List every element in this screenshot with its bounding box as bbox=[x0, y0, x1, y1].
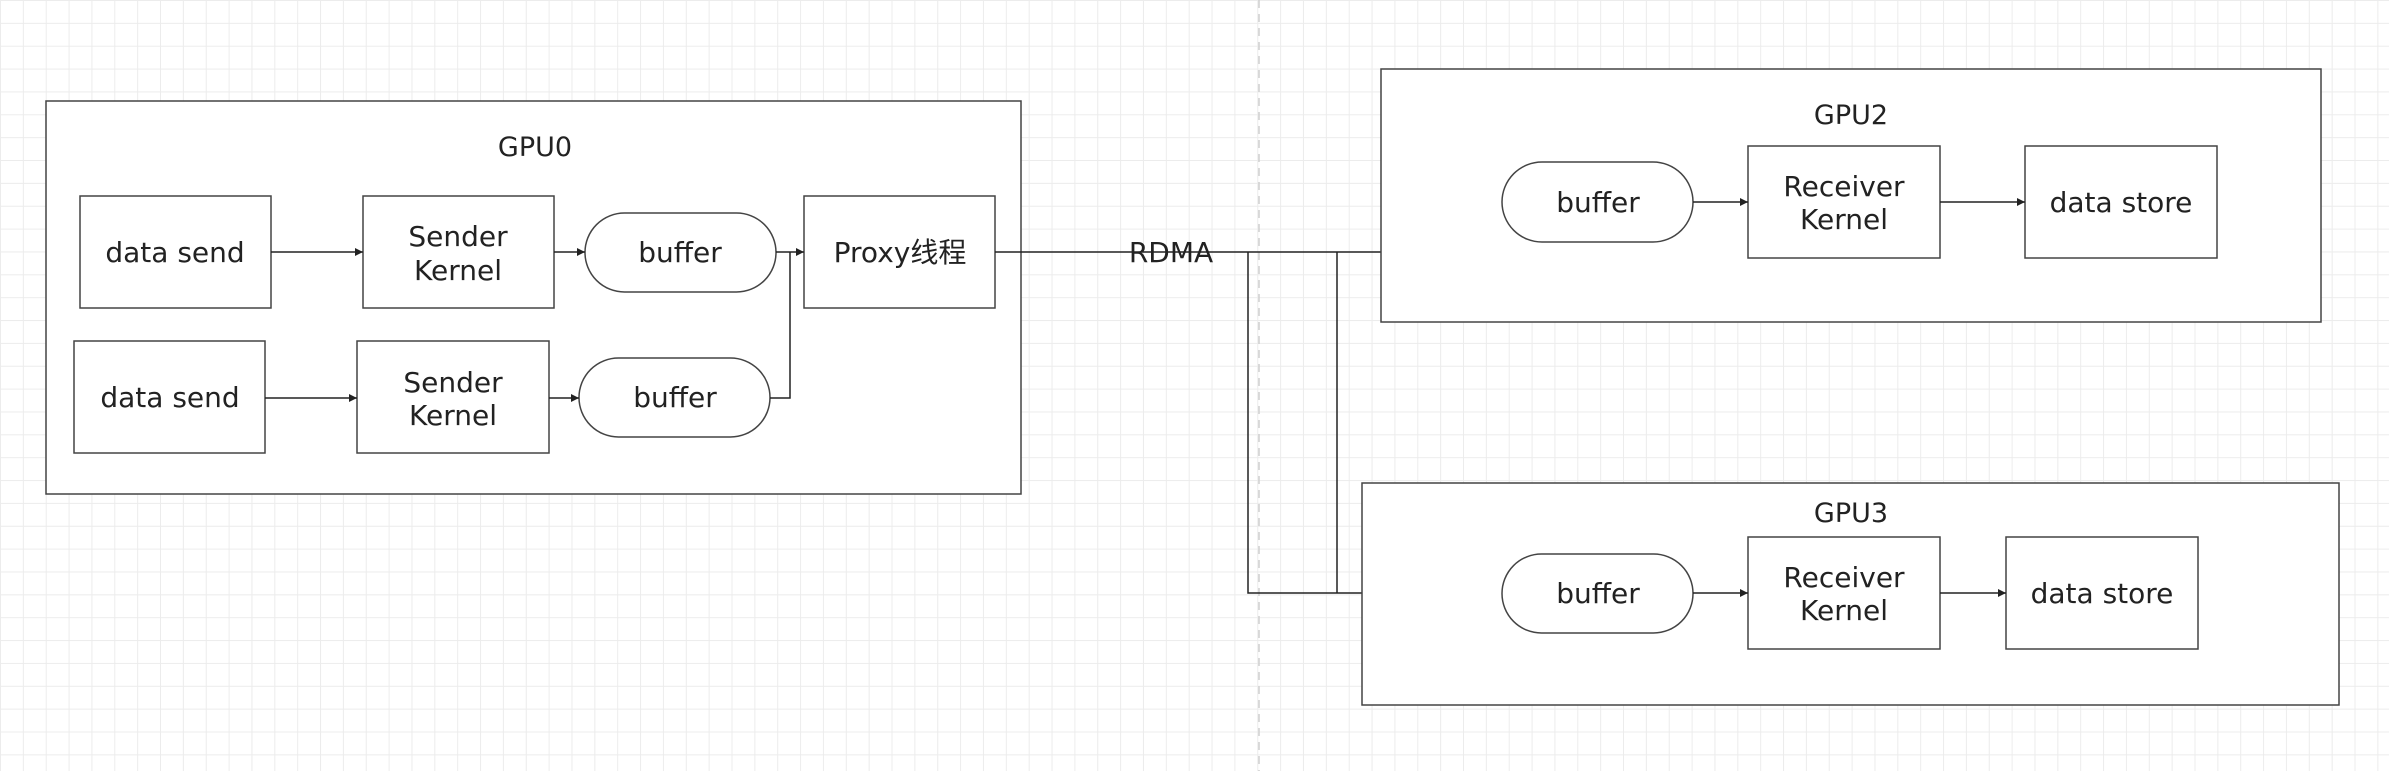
svg-text:data store: data store bbox=[2031, 577, 2174, 610]
svg-text:data send: data send bbox=[105, 236, 244, 269]
svg-text:Sender: Sender bbox=[408, 220, 508, 253]
gpu3-title: GPU3 bbox=[1814, 498, 1888, 529]
svg-text:Sender: Sender bbox=[403, 366, 503, 399]
svg-text:Kernel: Kernel bbox=[414, 254, 502, 287]
gpu0-title: GPU0 bbox=[498, 132, 572, 163]
svg-text:Receiver: Receiver bbox=[1783, 561, 1905, 594]
gpu2-receiver-kernel[interactable]: Receiver Kernel bbox=[1747, 145, 1941, 259]
svg-text:data store: data store bbox=[2050, 186, 2193, 219]
svg-text:buffer: buffer bbox=[638, 236, 722, 269]
gpu0-buffer-2[interactable]: buffer bbox=[578, 357, 771, 438]
svg-text:Proxy线程: Proxy线程 bbox=[834, 236, 967, 269]
gpu0-data-send-1[interactable]: data send bbox=[79, 195, 272, 309]
gpu3-receiver-kernel[interactable]: Receiver Kernel bbox=[1747, 536, 1941, 650]
svg-text:buffer: buffer bbox=[1556, 577, 1640, 610]
gpu0-proxy-thread[interactable]: Proxy线程 bbox=[803, 195, 996, 309]
svg-text:buffer: buffer bbox=[1556, 186, 1640, 219]
gpu2-data-store[interactable]: data store bbox=[2024, 145, 2218, 259]
edge-buffer-2-to-proxy bbox=[770, 252, 791, 399]
svg-text:Receiver: Receiver bbox=[1783, 170, 1905, 203]
gpu0-data-send-2[interactable]: data send bbox=[73, 340, 266, 454]
gpu0-sender-kernel-1[interactable]: Sender Kernel bbox=[362, 195, 555, 309]
svg-text:buffer: buffer bbox=[633, 381, 717, 414]
gpu0-buffer-1[interactable]: buffer bbox=[584, 212, 777, 293]
gpu2-buffer[interactable]: buffer bbox=[1501, 161, 1694, 243]
svg-text:Kernel: Kernel bbox=[409, 399, 497, 432]
rdma-label: RDMA bbox=[1129, 236, 1213, 269]
gpu0-sender-kernel-2[interactable]: Sender Kernel bbox=[356, 340, 550, 454]
gpu3-data-store[interactable]: data store bbox=[2005, 536, 2199, 650]
gpu3-buffer[interactable]: buffer bbox=[1501, 553, 1694, 634]
gpu2-title: GPU2 bbox=[1814, 100, 1888, 131]
svg-text:Kernel: Kernel bbox=[1800, 203, 1888, 236]
svg-text:data send: data send bbox=[100, 381, 239, 414]
svg-text:Kernel: Kernel bbox=[1800, 594, 1888, 627]
